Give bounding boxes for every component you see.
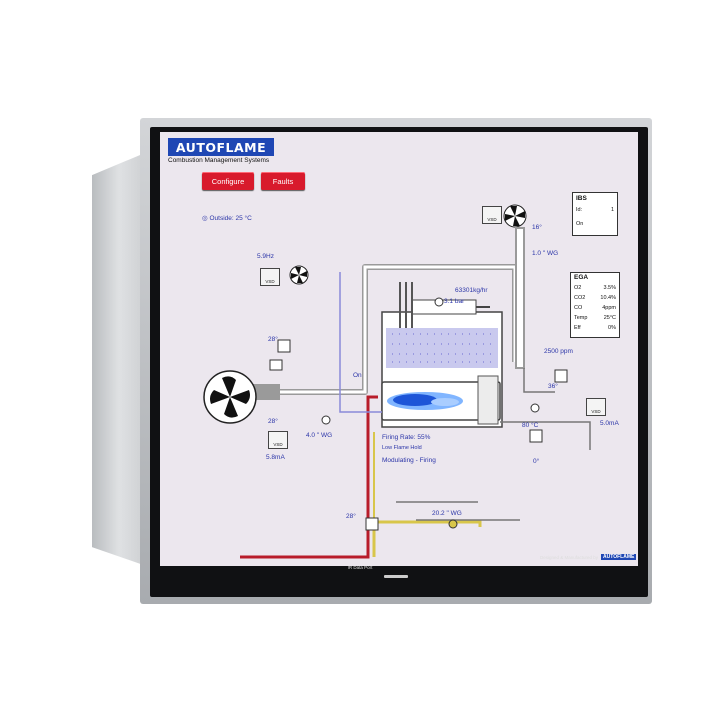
- bottom-angle: 0°: [533, 458, 540, 465]
- vsd-top-label: VSD: [265, 279, 275, 284]
- thermometer-icon: ◎: [202, 215, 208, 222]
- gas-angle: 28°: [346, 513, 356, 520]
- burner-state: On: [353, 372, 362, 379]
- ibs-row-value: 1: [610, 207, 614, 213]
- flue-actuator: [554, 369, 568, 383]
- manufacturer-credit: Designed & Manufactured by AUTOFLAME: [540, 554, 637, 560]
- ega-row-key: Eff: [574, 325, 581, 331]
- combustion-fan-icon: [210, 376, 250, 418]
- brand-tagline: Combustion Management Systems: [168, 157, 270, 164]
- air-pressure: 4.0 " WG: [306, 432, 333, 439]
- fan-damper-actuator: [269, 359, 283, 371]
- ir-data-port: [384, 575, 408, 578]
- ega-row-key: Temp: [574, 315, 588, 321]
- firing-rate: Firing Rate: 55%: [382, 434, 431, 441]
- ir-data-port-label: IR Data Port: [347, 565, 373, 570]
- pressure-gauge-steam: [434, 297, 444, 307]
- water-temperature: 80 °C: [522, 422, 539, 429]
- gas-pressure-gauge: [448, 519, 458, 529]
- ibs-title: IBS: [576, 195, 587, 202]
- boiler-water: [386, 328, 498, 368]
- fan-current: 5.8mA: [266, 454, 285, 461]
- gas-valve-actuator: [365, 517, 379, 531]
- ega-row-value: 25°C: [603, 315, 616, 321]
- ibs-row-key: Id:: [576, 207, 583, 213]
- firing-mode: Modulating - Firing: [382, 457, 436, 464]
- steam-flow: 63301kg/hr: [455, 287, 488, 294]
- outside-temperature: ◎ Outside: 25 °C: [202, 214, 252, 222]
- ega-row-value: 10.4%: [600, 295, 616, 301]
- ega-row-value: 3.5%: [603, 285, 616, 291]
- ibs-panel[interactable]: IBS Id: 1 On: [572, 192, 618, 236]
- ega-row: Temp 25°C: [574, 315, 616, 324]
- ibs-row: On: [576, 221, 614, 230]
- ega-row: Eff 0%: [574, 325, 616, 334]
- exhaust-line: [500, 421, 591, 450]
- steam-pressure: 3.1 bar: [444, 298, 465, 305]
- ibs-row: Id: 1: [576, 207, 614, 216]
- ega-title: EGA: [574, 274, 589, 281]
- ega-row-key: CO2: [574, 295, 586, 301]
- air-damper-actuator: [277, 339, 291, 353]
- faults-button[interactable]: Faults: [261, 172, 305, 190]
- ega-row-value: 0%: [608, 325, 616, 331]
- flue-fan-icon: [505, 206, 525, 226]
- pump-current: 5.0mA: [600, 420, 619, 427]
- brand-logo: AUTOFLAME: [168, 138, 274, 156]
- configure-button[interactable]: Configure: [202, 172, 254, 190]
- burner-flame: [387, 392, 463, 410]
- left-damper-angle: 28°: [268, 336, 278, 343]
- furnace-end: [477, 375, 499, 425]
- ega-panel[interactable]: EGA O2 3.5% CO2 10.4% CO 4ppm Temp 25°C …: [570, 272, 620, 338]
- level-probes: [399, 282, 413, 328]
- chimney-stack: [515, 227, 525, 369]
- ibs-row-key: On: [576, 221, 584, 227]
- vsd-top-frequency: 5.9Hz: [257, 253, 274, 260]
- ega-row: CO 4ppm: [574, 305, 616, 314]
- top-right-pressure: 1.0 " WG: [532, 250, 559, 257]
- vsd-fan-label: VSD: [273, 442, 283, 447]
- fresh-air-fan-icon: [291, 267, 307, 283]
- manufacturer-text: Designed & Manufactured by: [540, 554, 599, 560]
- ega-row-key: CO: [574, 305, 583, 311]
- footer-brand-logo: AUTOFLAME: [601, 554, 637, 560]
- vsd-top: VSD: [260, 268, 280, 286]
- vsd-pump-label: VSD: [591, 409, 601, 414]
- tds-reading: 2500 ppm: [544, 348, 573, 355]
- fan-damper-angle: 28°: [268, 418, 278, 425]
- flue-angle: 36°: [548, 383, 558, 390]
- top-right-angle: 16°: [532, 224, 542, 231]
- vsd-flue-label: VSD: [487, 217, 497, 222]
- gas-pressure: 20.2 " WG: [432, 510, 462, 517]
- outside-temperature-text: Outside: 25 °C: [209, 215, 252, 222]
- ega-row: CO2 10.4%: [574, 295, 616, 304]
- vsd-fan: VSD: [268, 431, 288, 449]
- ega-row-value: 4ppm: [602, 305, 616, 311]
- firing-hold: Low Flame Hold: [382, 445, 422, 451]
- gas-line: [240, 395, 378, 559]
- vsd-flue: VSD: [482, 206, 502, 224]
- vsd-pump: VSD: [586, 398, 606, 416]
- water-actuator: [529, 429, 543, 443]
- touch-screen: AUTOFLAME Combustion Management Systems …: [160, 132, 638, 566]
- water-temp-gauge: [530, 403, 540, 413]
- pressure-gauge-air: [321, 415, 331, 425]
- brand-name: AUTOFLAME: [175, 139, 267, 155]
- ega-row: O2 3.5%: [574, 285, 616, 294]
- air-sensor-line: [339, 272, 382, 413]
- ega-row-key: O2: [574, 285, 582, 291]
- process-diagram: [203, 204, 591, 559]
- fuel-line: [372, 520, 482, 557]
